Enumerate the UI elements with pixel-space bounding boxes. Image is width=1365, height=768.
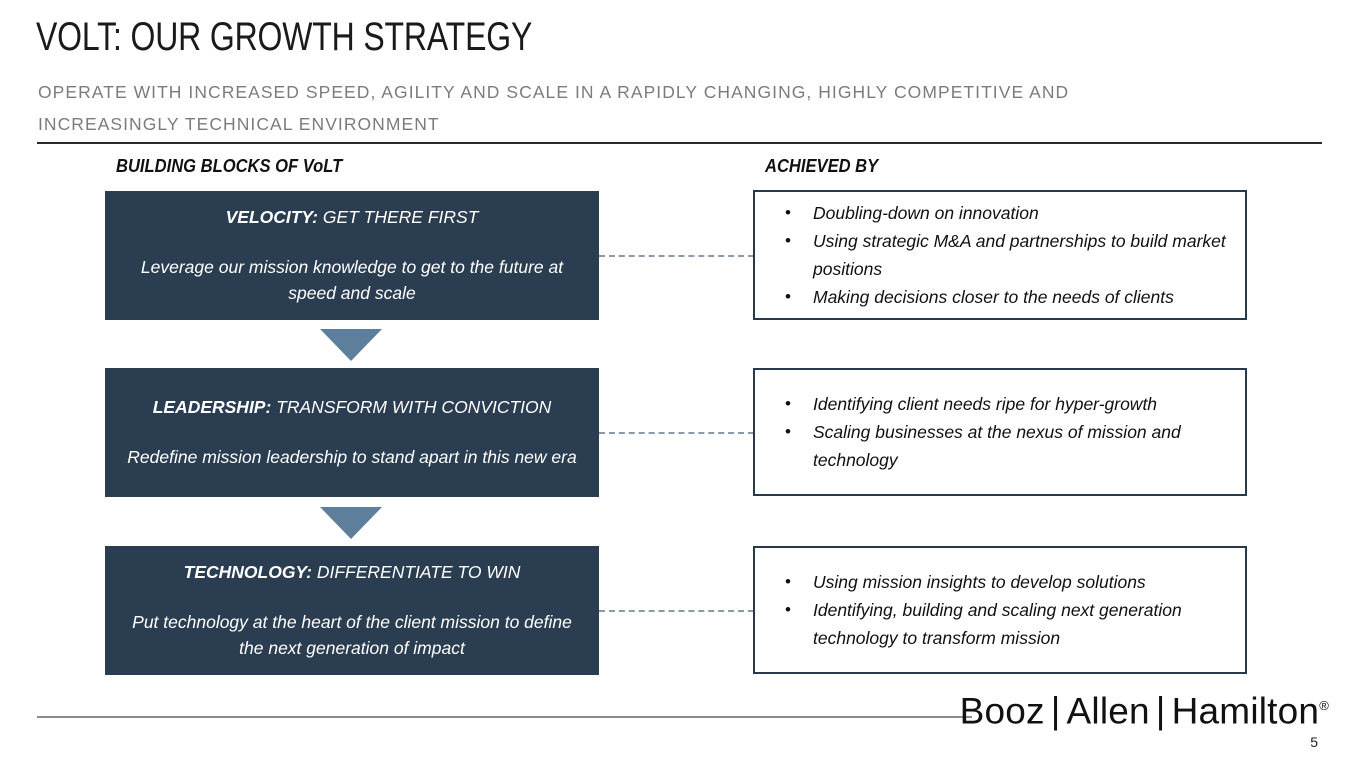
list-item: • Scaling businesses at the nexus of mis… (763, 418, 1231, 474)
brand-word-booz: Booz (959, 690, 1045, 732)
block-keyword: VELOCITY: (225, 206, 318, 227)
column-heading-building-blocks: BUILDING BLOCKS OF VoLT (116, 156, 343, 176)
triangle-down-icon (320, 507, 382, 539)
list-item-text: Scaling businesses at the nexus of missi… (813, 422, 1181, 470)
footer-divider (37, 716, 972, 718)
list-item-text: Making decisions closer to the needs of … (813, 287, 1174, 307)
triangle-down-icon (320, 329, 382, 361)
building-block-velocity[interactable]: VELOCITY: GET THERE FIRST Leverage our m… (105, 191, 599, 320)
block-title: VELOCITY: GET THERE FIRST (119, 206, 585, 228)
page-subtitle: OPERATE WITH INCREASED SPEED, AGILITY AN… (38, 82, 1070, 134)
list-item: • Making decisions closer to the needs o… (763, 283, 1231, 311)
block-tagline: DIFFERENTIATE TO WIN (311, 561, 521, 582)
bullet-icon: • (785, 394, 791, 413)
bullet-icon: • (785, 572, 791, 591)
achieved-by-box-technology[interactable]: • Using mission insights to develop solu… (753, 546, 1247, 674)
list-item-text: Identifying client needs ripe for hyper-… (813, 394, 1158, 414)
list-item: • Identifying client needs ripe for hype… (763, 390, 1231, 418)
bullet-icon: • (785, 422, 791, 441)
list-item: • Identifying, building and scaling next… (763, 596, 1231, 652)
achieved-by-box-velocity[interactable]: • Doubling-down on innovation • Using st… (753, 190, 1247, 320)
block-description: Redefine mission leadership to stand apa… (127, 446, 577, 467)
block-tagline: TRANSFORM WITH CONVICTION (271, 396, 552, 417)
dashed-line-icon (599, 432, 754, 434)
brand-separator: | (1155, 690, 1166, 732)
column-heading-achieved-by: ACHIEVED BY (765, 156, 879, 176)
page-title: VOLT: OUR GROWTH STRATEGY (36, 15, 533, 59)
list-item: • Using strategic M&A and partnerships t… (763, 227, 1231, 283)
dashed-line-icon (599, 610, 754, 612)
registered-trademark-icon: ® (1319, 698, 1329, 713)
brand-separator: | (1050, 690, 1061, 732)
block-description: Put technology at the heart of the clien… (132, 611, 572, 658)
block-title: LEADERSHIP: TRANSFORM WITH CONVICTION (119, 396, 585, 418)
block-description: Leverage our mission knowledge to get to… (140, 256, 564, 303)
list-item-text: Using strategic M&A and partnerships to … (813, 231, 1226, 279)
brand-word-allen: Allen (1066, 690, 1150, 732)
bullet-icon: • (785, 600, 791, 619)
brand-word-hamilton: Hamilton (1171, 690, 1320, 732)
bullet-icon: • (785, 231, 791, 250)
bullet-icon: • (785, 287, 791, 306)
bullet-icon: • (785, 203, 791, 222)
list-item: • Doubling-down on innovation (763, 199, 1231, 227)
dashed-line-icon (599, 255, 754, 257)
brand-logo: Booz|Allen|Hamilton® (960, 686, 1329, 731)
block-tagline: GET THERE FIRST (317, 206, 479, 227)
header-divider (37, 142, 1322, 144)
building-block-technology[interactable]: TECHNOLOGY: DIFFERENTIATE TO WIN Put tec… (105, 546, 599, 675)
list-item-text: Doubling-down on innovation (813, 203, 1039, 223)
block-title: TECHNOLOGY: DIFFERENTIATE TO WIN (119, 561, 585, 583)
block-keyword: TECHNOLOGY: (183, 561, 312, 582)
list-item-text: Identifying, building and scaling next g… (813, 600, 1182, 648)
block-keyword: LEADERSHIP: (152, 396, 272, 417)
achieved-by-box-leadership[interactable]: • Identifying client needs ripe for hype… (753, 368, 1247, 496)
page-number: 5 (1310, 734, 1318, 750)
list-item: • Using mission insights to develop solu… (763, 568, 1231, 596)
list-item-text: Using mission insights to develop soluti… (813, 572, 1146, 592)
building-block-leadership[interactable]: LEADERSHIP: TRANSFORM WITH CONVICTION Re… (105, 368, 599, 497)
